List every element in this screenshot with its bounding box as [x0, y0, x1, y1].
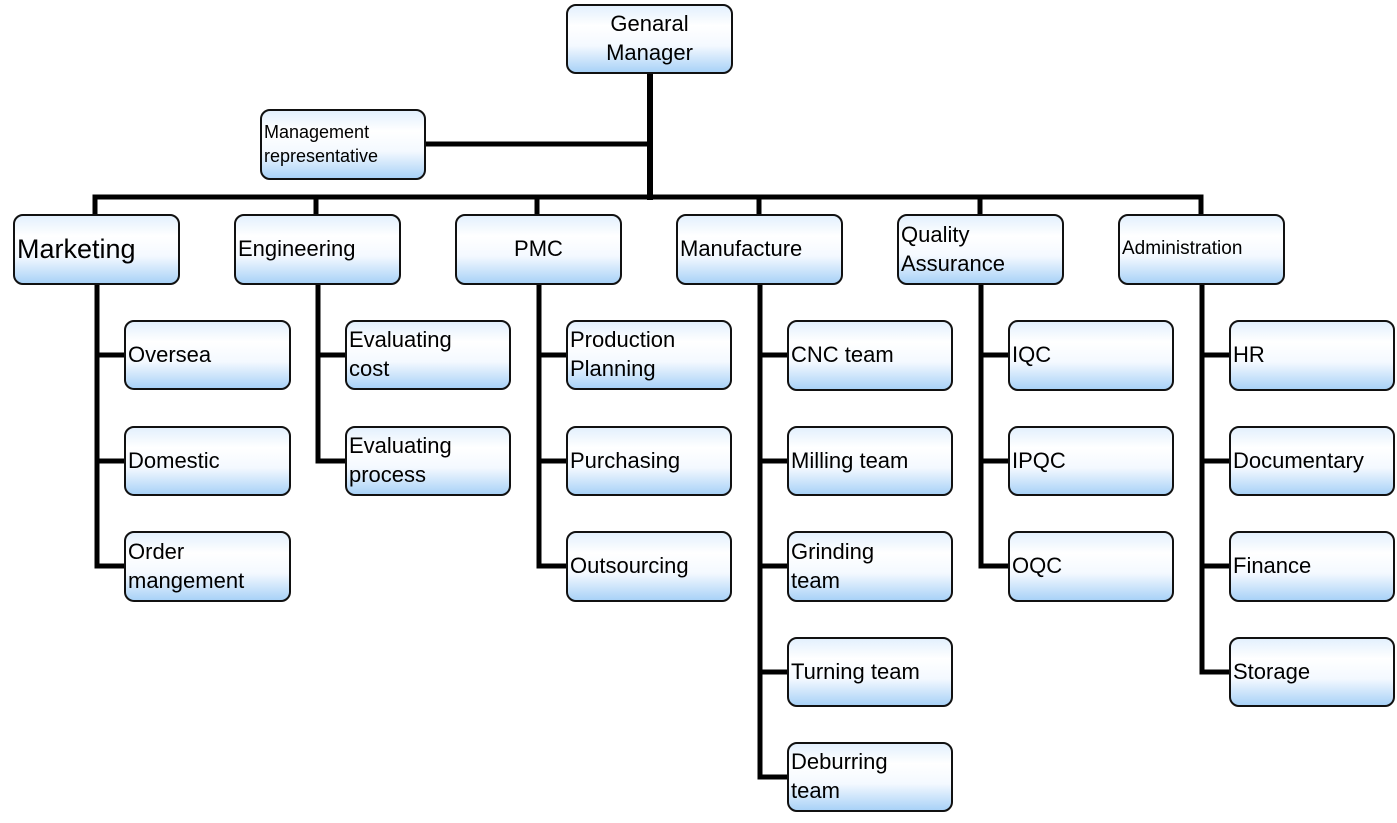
node-label: Evaluating process [349, 433, 452, 487]
node-label: Evaluating cost [349, 327, 452, 381]
node-general-manager[interactable]: Genaral Manager [566, 4, 733, 74]
node-finance[interactable]: Finance [1229, 531, 1395, 602]
node-turning-team[interactable]: Turning team [787, 637, 953, 707]
node-oversea[interactable]: Oversea [124, 320, 291, 390]
node-evaluating-process[interactable]: Evaluating process [345, 426, 511, 496]
node-oqc[interactable]: OQC [1008, 531, 1174, 602]
node-dept-quality-assurance[interactable]: Quality Assurance [897, 214, 1064, 285]
node-label: Management representative [264, 122, 379, 166]
node-label: IPQC [1012, 447, 1066, 473]
node-purchasing[interactable]: Purchasing [566, 426, 732, 496]
node-grinding-team[interactable]: Grinding team [787, 531, 953, 602]
node-storage[interactable]: Storage [1229, 637, 1395, 707]
node-label: Deburring team [791, 749, 888, 803]
node-outsourcing[interactable]: Outsourcing [566, 531, 732, 602]
node-label: Finance [1233, 553, 1312, 579]
node-hr[interactable]: HR [1229, 320, 1395, 391]
node-label: Purchasing [570, 447, 681, 473]
node-label: Quality Assurance [901, 221, 1005, 276]
node-label: CNC team [791, 342, 894, 368]
node-label: Order mangement [128, 538, 245, 593]
node-label: Storage [1233, 658, 1311, 684]
node-dept-manufacture[interactable]: Manufacture [676, 214, 843, 285]
node-label: Manufacture [680, 236, 803, 262]
node-deburring-team[interactable]: Deburring team [787, 742, 953, 812]
node-label: Domestic [128, 447, 220, 473]
node-dept-marketing[interactable]: Marketing [13, 214, 180, 285]
node-label: OQC [1012, 553, 1063, 579]
node-cnc-team[interactable]: CNC team [787, 320, 953, 391]
node-label: HR [1233, 342, 1265, 368]
node-iqc[interactable]: IQC [1008, 320, 1174, 391]
node-management-representative[interactable]: Management representative [260, 109, 426, 180]
node-label: PMC [514, 236, 563, 262]
node-dept-engineering[interactable]: Engineering [234, 214, 401, 285]
node-label: Engineering [238, 236, 356, 262]
node-label: Outsourcing [570, 553, 689, 579]
node-order-management[interactable]: Order mangement [124, 531, 291, 602]
node-ipqc[interactable]: IPQC [1008, 426, 1174, 496]
node-label: Marketing [17, 233, 136, 264]
node-milling-team[interactable]: Milling team [787, 426, 953, 496]
node-label: Documentary [1233, 447, 1364, 473]
node-evaluating-cost[interactable]: Evaluating cost [345, 320, 511, 390]
node-label: Grinding team [791, 538, 875, 593]
node-domestic[interactable]: Domestic [124, 426, 291, 496]
node-label: Genaral Manager [606, 11, 693, 65]
node-dept-administration[interactable]: Administration [1118, 214, 1285, 285]
node-documentary[interactable]: Documentary [1229, 426, 1395, 496]
node-label: IQC [1012, 342, 1052, 368]
node-label: Turning team [791, 658, 920, 684]
node-dept-pmc[interactable]: PMC [455, 214, 622, 285]
node-label: Milling team [791, 447, 909, 473]
node-label: Production Planning [570, 327, 676, 381]
node-label: Oversea [128, 341, 212, 367]
node-production-planning[interactable]: Production Planning [566, 320, 732, 390]
node-label: Administration [1122, 238, 1243, 260]
